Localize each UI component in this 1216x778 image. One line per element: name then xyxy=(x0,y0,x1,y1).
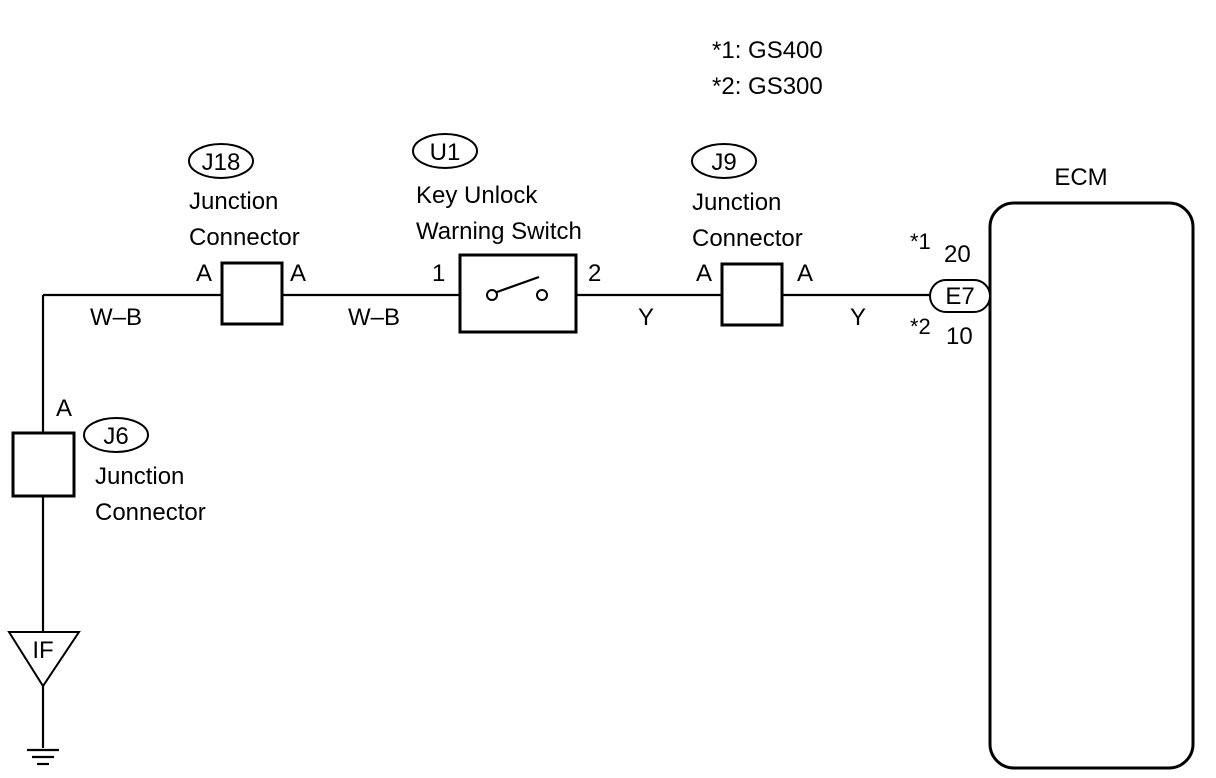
j9-code-oval xyxy=(691,143,757,179)
junction-connector-j6: A J6 Junction Connector xyxy=(11,395,206,526)
wire-color-label: W–B xyxy=(90,304,142,331)
j6-pin: A xyxy=(56,395,72,422)
u1-code-oval xyxy=(412,133,478,169)
note-gs300: *2: GS300 xyxy=(712,73,823,100)
wire-color-label: Y xyxy=(638,304,654,331)
junction-connector-j9: J9 Junction Connector A A xyxy=(691,143,813,327)
ecm-unit: ECM E7 *1 20 *2 10 xyxy=(910,164,1195,770)
wire-color-label: W–B xyxy=(348,304,400,331)
junction-connector-j18: J18 Junction Connector A A xyxy=(188,143,306,326)
j6-code: J6 xyxy=(103,423,128,450)
u1-label-line2: Warning Switch xyxy=(416,218,582,245)
j6-label-line1: Junction xyxy=(95,463,184,490)
j18-connector-box xyxy=(220,261,284,326)
j9-label-line2: Connector xyxy=(692,225,803,252)
key-unlock-warning-switch-u1: U1 Key Unlock Warning Switch 1 2 xyxy=(412,133,601,334)
switch-contact-left xyxy=(486,289,498,301)
ground-point-if: IF xyxy=(7,631,81,766)
ecm-star2: *2 xyxy=(910,314,931,339)
ground-triangle xyxy=(7,631,81,688)
u1-label-line1: Key Unlock xyxy=(416,182,538,209)
ground-code: IF xyxy=(32,637,53,664)
j6-connector-box xyxy=(11,431,76,498)
j6-code-oval xyxy=(83,417,149,453)
u1-pin-left: 1 xyxy=(432,260,445,287)
e7-connector-oval xyxy=(929,279,991,313)
e7-connector-code: E7 xyxy=(945,283,974,310)
j18-pin-right: A xyxy=(290,260,306,287)
j18-code: J18 xyxy=(202,149,241,176)
j9-label-line1: Junction xyxy=(692,189,781,216)
u1-pin-right: 2 xyxy=(588,260,601,287)
ecm-pin-gs400: 20 xyxy=(944,241,971,268)
j6-label-line2: Connector xyxy=(95,499,206,526)
j9-code: J9 xyxy=(711,149,736,176)
j9-pin-right: A xyxy=(797,260,813,287)
j9-connector-box xyxy=(720,262,784,327)
ecm-box xyxy=(988,201,1195,770)
j18-pin-left: A xyxy=(196,260,212,287)
switch-contact-right xyxy=(536,289,548,301)
ecm-star1: *1 xyxy=(910,229,931,254)
ecm-pin-gs300: 10 xyxy=(946,323,973,350)
note-gs400: *1: GS400 xyxy=(712,37,823,64)
wire-color-label: Y xyxy=(850,304,866,331)
j18-code-oval xyxy=(188,143,254,179)
ecm-title: ECM xyxy=(1054,164,1107,191)
u1-switch-box xyxy=(458,253,578,334)
u1-code: U1 xyxy=(430,139,461,166)
j18-label-line2: Connector xyxy=(189,224,300,251)
switch-lever xyxy=(496,275,540,294)
j9-pin-left: A xyxy=(696,260,712,287)
j18-label-line1: Junction xyxy=(189,188,278,215)
